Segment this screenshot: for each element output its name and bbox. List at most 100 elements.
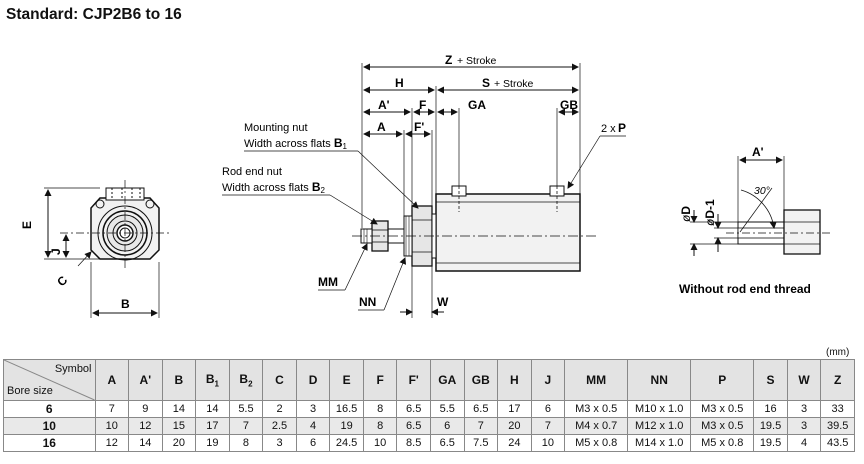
- table-cell: 15: [161, 417, 197, 435]
- table-cell: 6: [429, 417, 465, 435]
- table-cell: 10: [530, 434, 566, 452]
- front-view: [44, 180, 170, 318]
- table-header-cell: E: [329, 359, 364, 401]
- table-cell: 14: [128, 434, 163, 452]
- table-header-cell: A: [94, 359, 130, 401]
- table-header-cell: F: [362, 359, 398, 401]
- table-header-cell: J: [530, 359, 566, 401]
- side-dim-S-suffix: + Stroke: [494, 78, 534, 90]
- table-header-cell: B1: [195, 359, 230, 401]
- side-dim-F: F: [419, 98, 426, 112]
- table-corner-cell: Symbol Bore size: [3, 359, 96, 401]
- corner-bore-label: Bore size: [7, 385, 53, 397]
- table-cell: 16: [753, 400, 788, 418]
- side-dim-MM: MM: [318, 275, 338, 289]
- side-dim-Z-suffix: + Stroke: [457, 55, 497, 67]
- page-title: Standard: CJP2B6 to 16: [6, 6, 182, 23]
- table-cell: 6.5: [429, 434, 465, 452]
- table-cell: 6.5: [396, 417, 431, 435]
- table-cell: M5 x 0.8: [690, 434, 755, 452]
- table-cell: 19: [329, 417, 364, 435]
- table-cell: 3: [295, 400, 331, 418]
- table-cell: 2.5: [262, 417, 297, 435]
- table-cell: 7: [530, 417, 566, 435]
- table-cell: M3 x 0.5: [690, 417, 755, 435]
- table-cell: 3: [786, 400, 822, 418]
- rod-end-nut-flats-label: Width across flats B2: [222, 180, 326, 195]
- table-cell: 2: [262, 400, 297, 418]
- bore-size-cell: 16: [3, 434, 96, 452]
- table-header-cell: GA: [429, 359, 465, 401]
- bore-size-cell: 6: [3, 400, 96, 418]
- table-cell: 4: [786, 434, 822, 452]
- table-cell: 6: [295, 434, 331, 452]
- table-cell: 6.5: [463, 400, 499, 418]
- side-dim-P: P: [618, 121, 626, 135]
- table-cell: 4: [295, 417, 331, 435]
- table-cell: M10 x 1.0: [627, 400, 692, 418]
- side-dim-2x: 2 x: [601, 123, 616, 135]
- alt-rod-view: [690, 156, 832, 256]
- table-cell: 10: [94, 417, 130, 435]
- alt-angle-label: 30°: [754, 185, 770, 197]
- table-cell: M5 x 0.8: [564, 434, 629, 452]
- side-dim-GB: GB: [560, 98, 578, 112]
- mounting-nut-flats-label: Width across flats B1: [244, 136, 348, 151]
- side-dim-NN: NN: [359, 295, 376, 309]
- table-cell: 8: [362, 417, 398, 435]
- alt-dim-A-prime: A': [752, 145, 764, 159]
- table-cell: 19: [195, 434, 230, 452]
- table-cell: M3 x 0.5: [690, 400, 755, 418]
- table-cell: 7: [228, 417, 264, 435]
- table-cell: 5.5: [429, 400, 465, 418]
- corner-diagonal: [4, 360, 95, 400]
- side-dim-A-prime: A': [378, 98, 390, 112]
- alt-view-caption: Without rod end thread: [679, 282, 811, 296]
- table-cell: 14: [195, 400, 230, 418]
- side-dim-S: S: [482, 76, 490, 90]
- side-dim-A: A: [377, 120, 386, 134]
- table-cell: M3 x 0.5: [564, 400, 629, 418]
- side-dim-W: W: [437, 295, 449, 309]
- table-cell: 24: [497, 434, 532, 452]
- table-cell: 17: [195, 417, 230, 435]
- table-header-cell: A': [128, 359, 163, 401]
- drawing-area: E J C B: [20, 53, 832, 318]
- table-cell: 10: [362, 434, 398, 452]
- table-header-cell: Z: [820, 359, 855, 401]
- table-header-cell: F': [396, 359, 431, 401]
- table-cell: 24.5: [329, 434, 364, 452]
- bore-size-cell: 10: [3, 417, 96, 435]
- side-dim-GA: GA: [468, 98, 486, 112]
- table-cell: 33: [820, 400, 855, 418]
- table-cell: 3: [262, 434, 297, 452]
- table-cell: 12: [94, 434, 130, 452]
- side-dim-F-prime: F': [414, 120, 424, 134]
- table-cell: M4 x 0.7: [564, 417, 629, 435]
- table-cell: 6: [530, 400, 566, 418]
- table-cell: 39.5: [820, 417, 855, 435]
- front-dim-C: C: [54, 273, 70, 289]
- table-cell: 20: [497, 417, 532, 435]
- table-header-cell: D: [295, 359, 331, 401]
- table-header-cell: W: [786, 359, 822, 401]
- mounting-nut-label: Mounting nut: [244, 122, 308, 134]
- table-cell: 9: [128, 400, 163, 418]
- front-dim-E: E: [20, 221, 34, 229]
- table-cell: 19.5: [753, 417, 788, 435]
- table-header-cell: S: [753, 359, 788, 401]
- front-dim-B: B: [121, 297, 130, 311]
- table-header-cell: P: [690, 359, 755, 401]
- table-cell: 43.5: [820, 434, 855, 452]
- table-cell: 5.5: [228, 400, 264, 418]
- table-cell: 19.5: [753, 434, 788, 452]
- table-cell: 20: [161, 434, 197, 452]
- table-cell: 8: [228, 434, 264, 452]
- table-header-cell: C: [262, 359, 297, 401]
- table-cell: 14: [161, 400, 197, 418]
- unit-label: (mm): [826, 347, 850, 358]
- table-header-cell: H: [497, 359, 532, 401]
